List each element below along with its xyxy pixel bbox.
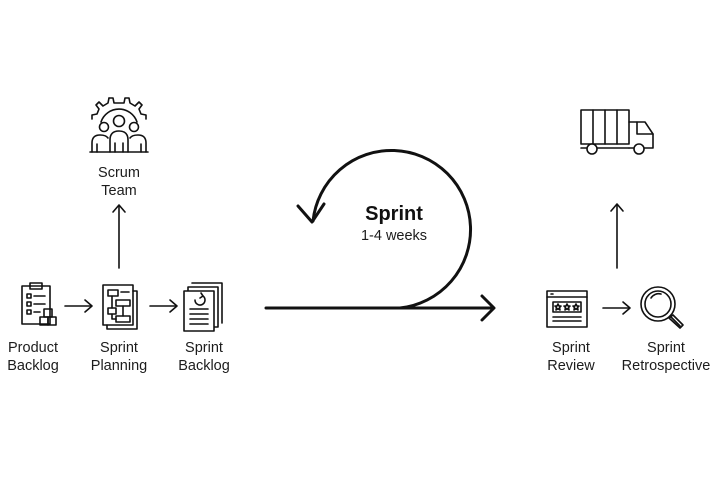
delivery-truck-icon	[580, 109, 654, 155]
sprint-retrospective-line2: Retrospective	[621, 358, 711, 374]
arrow-review-to-delivery	[610, 203, 624, 269]
scrum-team-line1: Scrum	[98, 165, 140, 181]
arrow-planning-to-team	[112, 204, 126, 269]
loop-arrow-icon	[264, 149, 496, 322]
gear-team-icon	[89, 97, 149, 153]
sprint-review-line1: Sprint	[552, 340, 590, 356]
sprint-review-line2: Review	[547, 358, 595, 374]
planning-document-icon	[102, 284, 138, 330]
sprint-retrospective-label: Sprint Retrospective	[614, 339, 718, 375]
sprint-backlog-line1: Sprint	[185, 340, 223, 356]
sprint-backlog-line2: Backlog	[178, 358, 230, 374]
product-backlog-line2: Backlog	[7, 358, 59, 374]
scrum-team-label: Scrum Team	[79, 164, 159, 200]
sprint-retrospective-line1: Sprint	[647, 340, 685, 356]
sprint-review-label: Sprint Review	[531, 339, 611, 375]
product-backlog-label: Product Backlog	[0, 339, 68, 375]
sprint-planning-line2: Planning	[90, 358, 148, 374]
browser-rating-icon	[546, 290, 588, 328]
magnifier-icon	[640, 286, 684, 329]
document-stack-icon	[183, 282, 223, 332]
arrow-backlog-to-planning	[64, 299, 93, 313]
arrow-planning-to-sprint-backlog	[149, 299, 178, 313]
sprint-planning-line1: Sprint	[100, 340, 138, 356]
clipboard-checklist-icon	[21, 282, 57, 326]
sprint-title: Sprint	[365, 203, 423, 225]
sprint-duration: 1-4 weeks	[360, 228, 428, 244]
sprint-planning-label: Sprint Planning	[79, 339, 159, 375]
product-backlog-line1: Product	[8, 340, 58, 356]
scrum-team-line2: Team	[101, 183, 137, 199]
arrow-review-to-retrospective	[602, 301, 631, 315]
sprint-backlog-label: Sprint Backlog	[164, 339, 244, 375]
